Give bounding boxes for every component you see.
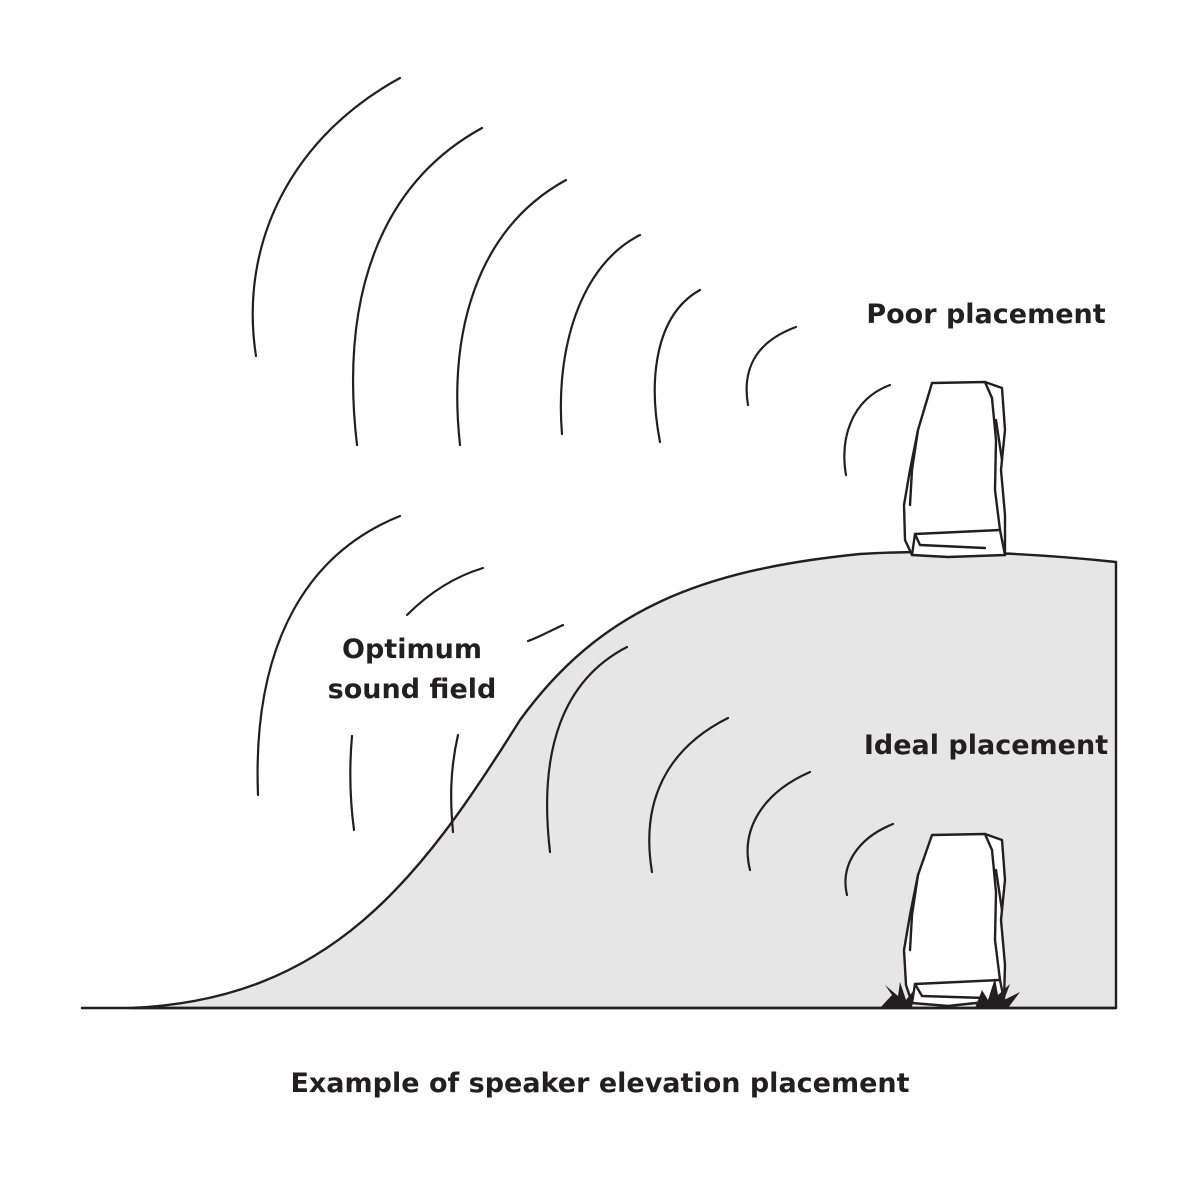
sound-wave xyxy=(450,733,460,834)
grass-tuft-icon xyxy=(880,978,1020,1008)
sound-wave xyxy=(349,734,356,832)
sound-wave xyxy=(843,383,892,477)
ideal-placement-label: Ideal placement xyxy=(864,730,1108,761)
sound-wave xyxy=(546,645,629,854)
sound-wave xyxy=(745,325,798,407)
poor-placement-label: Poor placement xyxy=(866,299,1105,330)
sound-wave xyxy=(351,126,484,447)
rock-speaker-body xyxy=(902,380,1007,559)
poor-placement-sound-waves xyxy=(251,76,892,477)
sound-wave xyxy=(405,566,485,617)
optimum-sound-field-label-line2: sound field xyxy=(328,674,497,705)
sound-wave xyxy=(746,770,812,872)
ideal-placement-sound-waves xyxy=(256,514,895,897)
rock-speaker-icon xyxy=(902,832,1007,1008)
sound-wave xyxy=(653,288,702,444)
sound-wave xyxy=(456,178,568,447)
sound-wave xyxy=(526,623,565,643)
diagram-caption: Example of speaker elevation placement xyxy=(290,1068,909,1099)
rock-speaker-body xyxy=(902,832,1007,1008)
sound-wave xyxy=(648,716,730,874)
sound-wave xyxy=(844,822,895,897)
sound-wave xyxy=(251,76,402,358)
sound-wave xyxy=(256,514,402,797)
sound-wave xyxy=(559,233,642,436)
rock-speaker-icon xyxy=(902,380,1007,559)
optimum-sound-field-label-line1: Optimum xyxy=(342,634,482,665)
